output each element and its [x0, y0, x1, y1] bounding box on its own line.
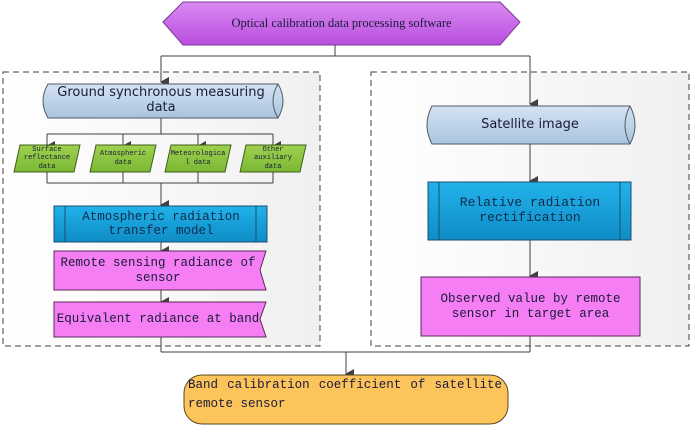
- satellite-image-cylinder: [426, 105, 636, 145]
- output-shape: [183, 374, 509, 425]
- rectification-label: Relative radiation rectification: [459, 195, 601, 225]
- rectification-process-box: [427, 181, 632, 241]
- input-label-1: Surface reflectance data: [23, 146, 71, 171]
- radiance-label: Remote sensing radiance of sensor: [60, 256, 256, 285]
- satellite-image-label: Satellite image: [481, 116, 579, 132]
- title-hexagon: [162, 1, 521, 46]
- input-shape-3: [164, 144, 232, 173]
- model-label: Atmospheric radiation transfer model: [82, 209, 240, 238]
- input-shape-1: [13, 144, 81, 173]
- title-label: Optical calibration data processing soft…: [231, 16, 452, 31]
- ground-data-cylinder: [42, 83, 284, 119]
- input-shape-4: [239, 144, 307, 173]
- equivalent-shape: [53, 301, 267, 338]
- output-label: Band calibration coefficient of satellit…: [188, 378, 502, 412]
- radiance-shape: [53, 250, 267, 291]
- input-label-2: Atmospheric data: [99, 150, 147, 167]
- equivalent-label: Equivalent radiance at band: [56, 312, 260, 327]
- input-label-4: Other auxiliary data: [254, 146, 292, 171]
- model-process-box: [53, 205, 268, 243]
- ground-data-label: Ground synchronous measuring data: [57, 85, 265, 115]
- observed-label: Observed value by remote sensor in targe…: [440, 292, 621, 321]
- input-shape-2: [89, 144, 157, 173]
- input-label-3: Meteorological data: [170, 150, 226, 167]
